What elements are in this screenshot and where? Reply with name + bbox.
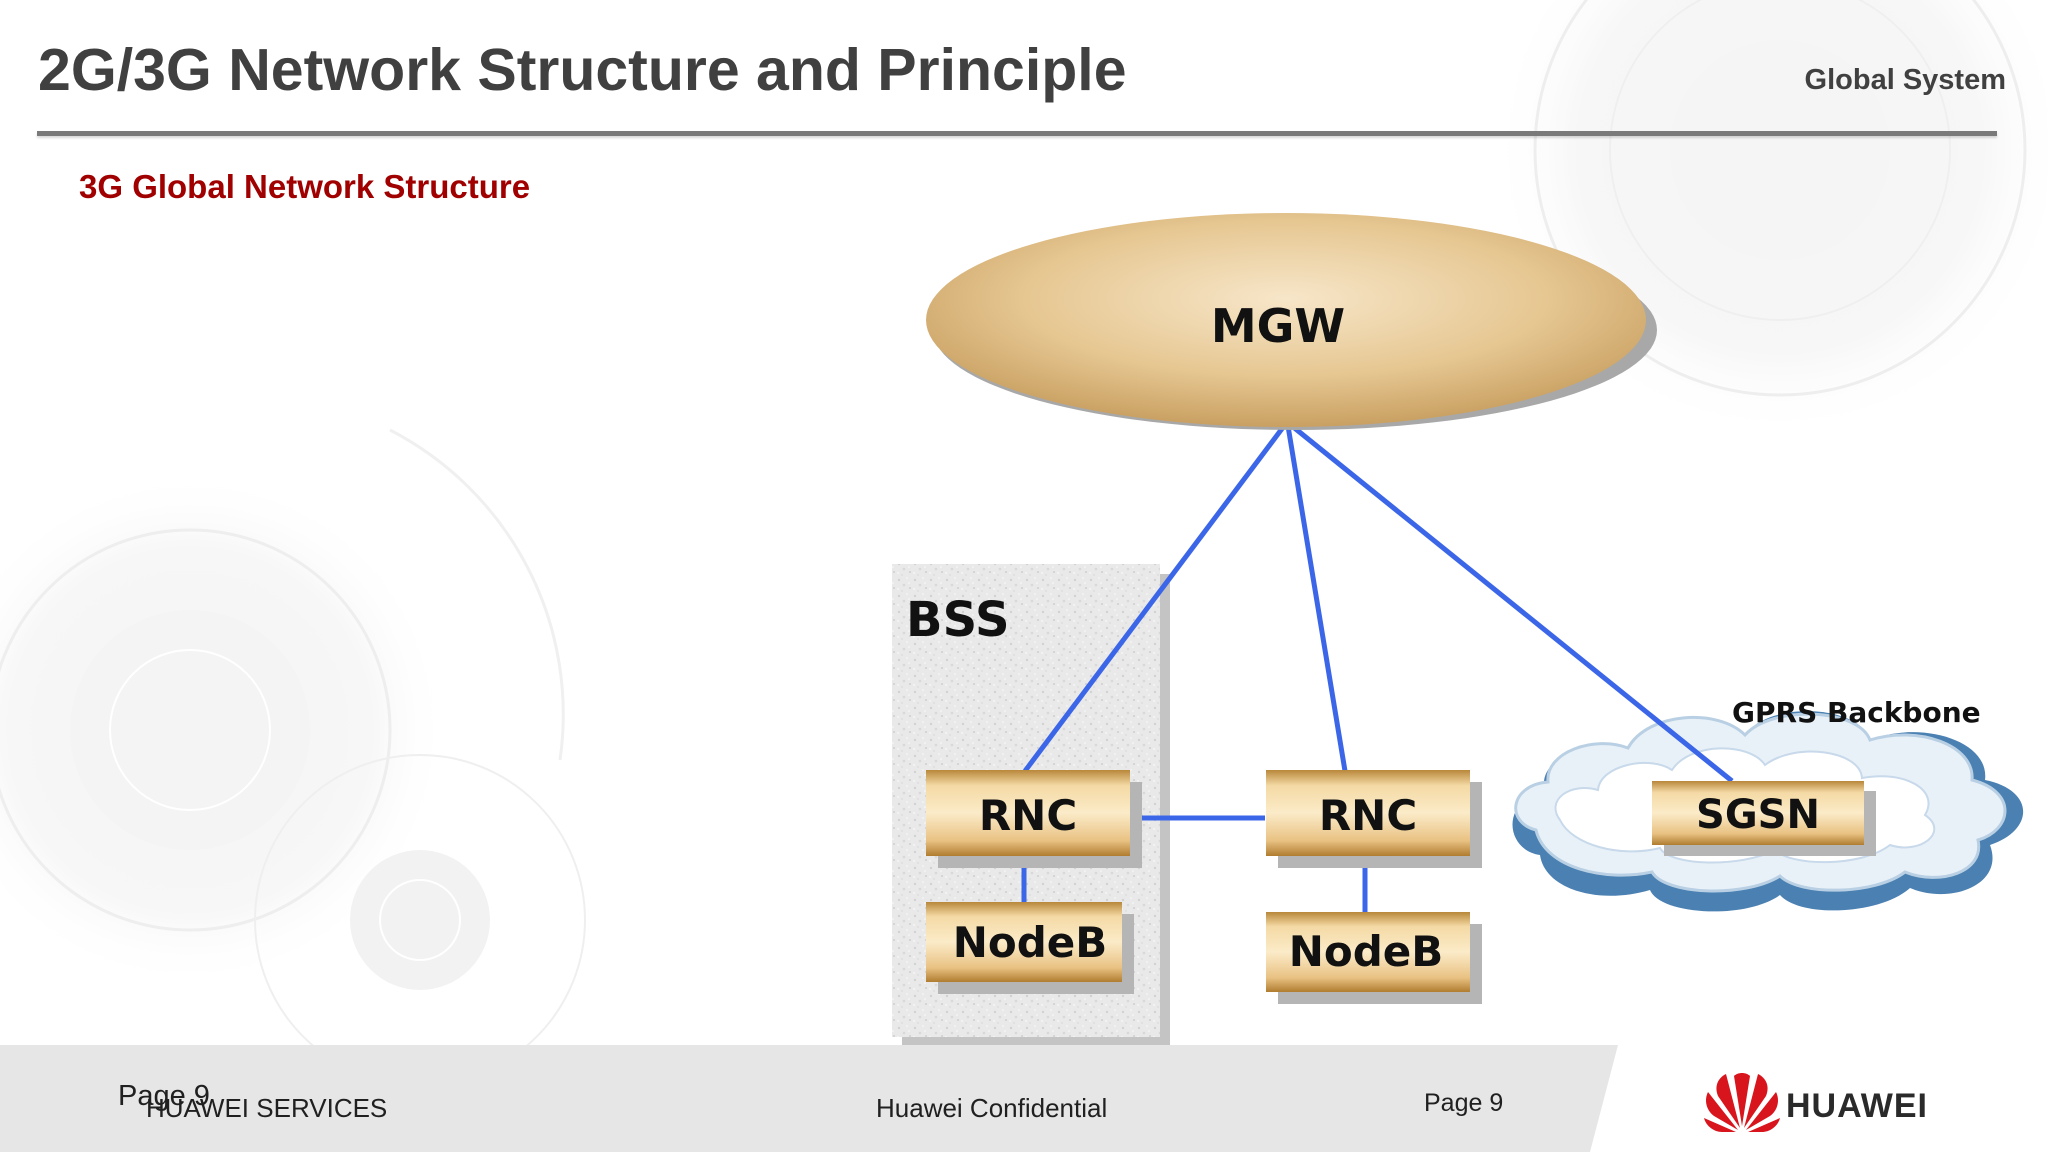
footer-services-text: HUAWEI SERVICES	[146, 1093, 388, 1123]
huawei-logo-icon	[1704, 1073, 1780, 1132]
footer-page-label: Page 9	[118, 1080, 210, 1112]
footer-page-number: Page 9	[1424, 1089, 1504, 1117]
nodeb-right-label: NodeB	[1289, 927, 1444, 976]
rnc-left-label: RNC	[979, 791, 1077, 840]
rnc-right-box	[1266, 770, 1482, 868]
link-mgw-sgsn	[1290, 424, 1734, 783]
footer-logo-panel	[1590, 1045, 2048, 1152]
mgw-label: MGW	[1211, 299, 1345, 353]
mgw-node	[926, 213, 1657, 430]
rnc-right-label: RNC	[1319, 791, 1417, 840]
nodeb-left-label: NodeB	[953, 918, 1108, 967]
huawei-logo-text: HUAWEI	[1786, 1087, 1928, 1125]
nodeb-left-box	[926, 902, 1134, 994]
link-mgw-rnc-right	[1285, 425, 1348, 772]
links	[1021, 424, 1734, 912]
brand-line: Global System	[1804, 64, 2006, 96]
gprs-backbone-label: GPRS Backbone	[1732, 696, 1981, 729]
title-rule	[37, 131, 1997, 136]
sgsn-box	[1652, 781, 1876, 856]
slide-subtitle: 3G Global Network Structure	[79, 168, 531, 205]
slide-title: 2G/3G Network Structure and Principle	[38, 37, 1127, 103]
rnc-left-box	[926, 770, 1142, 868]
nodeb-right-box	[1266, 912, 1482, 1004]
bss-label: BSS	[906, 592, 1010, 648]
link-mgw-rnc-left	[1023, 424, 1286, 773]
sgsn-label: SGSN	[1696, 792, 1820, 838]
footer-confidential-text: Huawei Confidential	[876, 1093, 1108, 1123]
